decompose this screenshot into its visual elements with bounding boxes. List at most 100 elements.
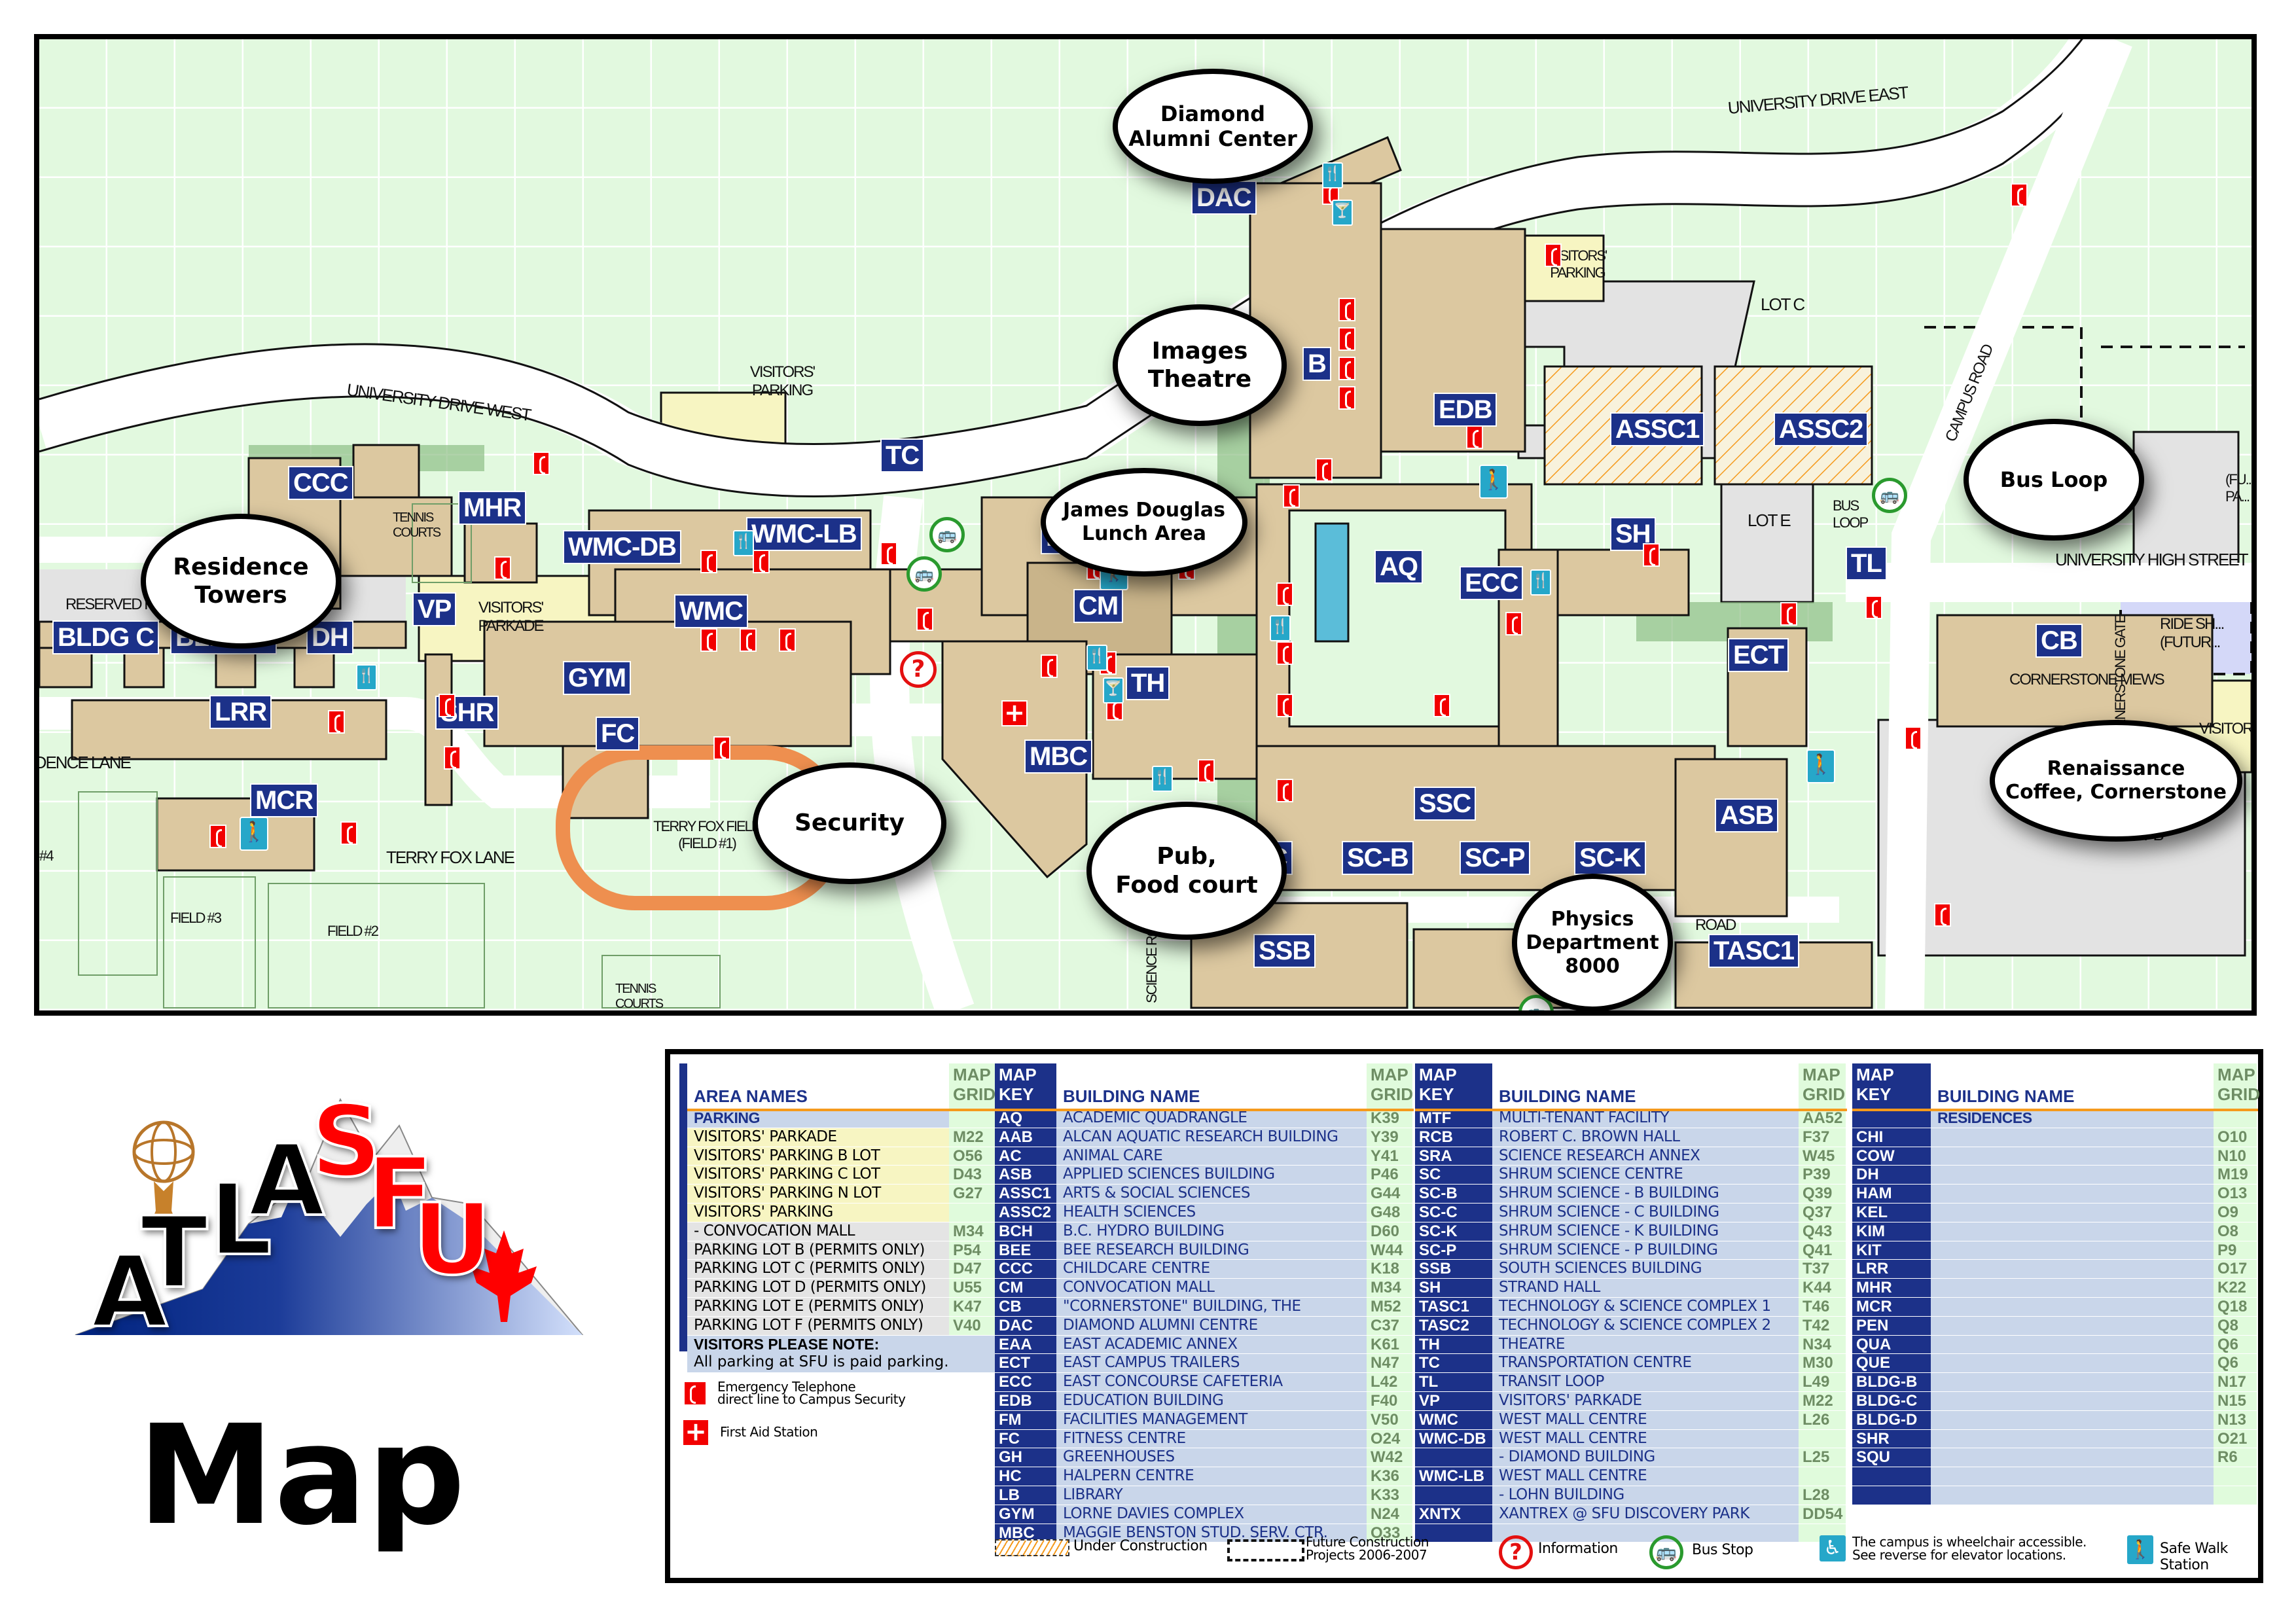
callout-images-theatre: Images Theatre xyxy=(1113,304,1287,426)
building-key-ect[interactable]: ECT xyxy=(1728,638,1789,672)
building-key-ssb[interactable]: SSB xyxy=(1253,934,1316,968)
emergency-phone-icon xyxy=(1338,357,1355,380)
building-name: HALPERN CENTRE xyxy=(1056,1467,1367,1486)
tennis-courts-south xyxy=(601,955,721,1008)
building-key: ASB xyxy=(995,1166,1056,1185)
building-key: ECC xyxy=(995,1373,1056,1391)
campus-map[interactable]: UNIVERSITY DRIVE WEST UNIVERSITY DRIVE E… xyxy=(34,34,2257,1016)
building-key-tasc1[interactable]: TASC1 xyxy=(1708,934,1800,968)
building-grid: L26 xyxy=(1799,1410,1846,1429)
building-name xyxy=(1492,1524,1799,1543)
building-key-tc[interactable]: TC xyxy=(880,438,925,473)
building-grid: DD54 xyxy=(1799,1505,1846,1524)
building-grid: L28 xyxy=(1799,1486,1846,1505)
emergency-phone-icon xyxy=(1338,386,1355,410)
building-key-ecc[interactable]: ECC xyxy=(1460,566,1524,600)
residence-grid: N15 xyxy=(2214,1391,2257,1410)
building-key-vp[interactable]: VP xyxy=(412,592,457,626)
residence-grid: R6 xyxy=(2214,1448,2257,1467)
building-grid: G48 xyxy=(1367,1203,1412,1222)
building-key-aq[interactable]: AQ xyxy=(1374,550,1423,584)
building-key: CB xyxy=(995,1297,1056,1316)
building-grid: O24 xyxy=(1367,1429,1412,1448)
building-key-sc-k[interactable]: SC-K xyxy=(1574,841,1646,875)
building-key-b[interactable]: B xyxy=(1302,347,1331,381)
future-construction-label: Future Construction Projects 2006-2007 xyxy=(1306,1534,1429,1563)
building-key-mhr[interactable]: MHR xyxy=(458,491,527,525)
building-key-assc2[interactable]: ASSC2 xyxy=(1774,412,1869,446)
building-name: FITNESS CENTRE xyxy=(1056,1429,1367,1448)
area-label-lot-e: LOT E xyxy=(1748,510,1791,530)
residence-name xyxy=(1931,1185,2214,1203)
building-key-wmc-db[interactable]: WMC-DB xyxy=(563,530,682,564)
area-label-lot-c: LOT C xyxy=(1761,294,1805,314)
logo-letter-t: T xyxy=(139,1196,209,1310)
building-key-dac[interactable]: DAC xyxy=(1191,181,1257,215)
header-divider xyxy=(1852,1109,2258,1111)
callout-pub-food-court: Pub, Food court xyxy=(1086,802,1287,940)
building-key-wmc[interactable]: WMC xyxy=(674,594,748,628)
building-name: EDUCATION BUILDING xyxy=(1056,1391,1367,1410)
building-key-assc1[interactable]: ASSC1 xyxy=(1610,412,1705,446)
building-grid: AA52 xyxy=(1799,1109,1846,1128)
building-key-dh[interactable]: DH xyxy=(306,620,353,654)
emergency-phone-icon xyxy=(1466,425,1483,449)
building-key-sc-b[interactable]: SC-B xyxy=(1342,841,1414,875)
building-grid: M22 xyxy=(1799,1391,1846,1410)
building-name: EAST CAMPUS TRAILERS xyxy=(1056,1354,1367,1373)
building-key-cm[interactable]: CM xyxy=(1073,589,1124,623)
building-key: MBC xyxy=(995,1524,1056,1543)
building-key-asb[interactable]: ASB xyxy=(1715,798,1779,832)
building-key-lrr[interactable]: LRR xyxy=(209,695,272,729)
building-name: SHRUM SCIENCE - P BUILDING xyxy=(1492,1241,1799,1260)
residence-key xyxy=(1852,1467,1931,1486)
residence-key: QUA xyxy=(1852,1335,1931,1354)
building-key-gym[interactable]: GYM xyxy=(563,661,632,695)
building-key-wmc-lb[interactable]: WMC-LB xyxy=(746,517,862,551)
building-key-mcr[interactable]: MCR xyxy=(250,783,319,817)
building-key-edb[interactable]: EDB xyxy=(1433,393,1498,427)
building-key-ccc[interactable]: CCC xyxy=(288,466,353,500)
building-key-tl[interactable]: TL xyxy=(1846,546,1887,580)
building-name: VISITORS' PARKADE xyxy=(1492,1391,1799,1410)
area-label-visitors-east: VISITORS' xyxy=(2199,720,2253,738)
emergency-phone-icon xyxy=(1780,602,1797,626)
section-row-parking: PARKING xyxy=(687,1109,995,1128)
building-key-sc-p[interactable]: SC-P xyxy=(1460,841,1530,875)
emergency-phone-icon xyxy=(713,736,730,760)
residence-grid xyxy=(2214,1486,2257,1505)
building-key-th[interactable]: TH xyxy=(1126,666,1170,700)
building-key-fc[interactable]: FC xyxy=(596,717,640,751)
area-grid: G27 xyxy=(949,1185,995,1203)
residence-grid: O9 xyxy=(2214,1203,2257,1222)
residence-key: BLDG-C xyxy=(1852,1391,1931,1410)
building-name: SHRUM SCIENCE - C BUILDING xyxy=(1492,1203,1799,1222)
map-grid-header: MAP GRID xyxy=(949,1063,996,1109)
building-key-bldg-c[interactable]: BLDG C xyxy=(52,620,160,654)
building-key-mbc[interactable]: MBC xyxy=(1024,740,1093,774)
emergency-phone-icon xyxy=(1433,694,1450,717)
building-name: MULTI-TENANT FACILITY xyxy=(1492,1109,1799,1128)
building-grid: T42 xyxy=(1799,1316,1846,1335)
callout-james-douglas-lunch-area: James Douglas Lunch Area xyxy=(1041,468,1247,577)
building-key: CM xyxy=(995,1279,1056,1297)
building-name: "CORNERSTONE" BUILDING, THE xyxy=(1056,1297,1367,1316)
building-grid: P46 xyxy=(1367,1166,1412,1185)
building-key-ssc[interactable]: SSC xyxy=(1414,787,1477,821)
building-key-cb[interactable]: CB xyxy=(2036,624,2083,658)
